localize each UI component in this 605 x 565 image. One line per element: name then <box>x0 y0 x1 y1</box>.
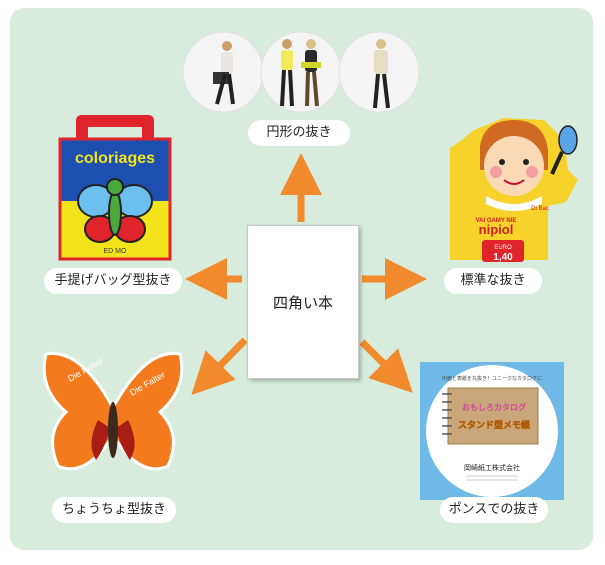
circle-cut-sample <box>183 32 420 113</box>
label-circle-cut: 円形の抜き <box>248 120 350 146</box>
person-icon <box>213 41 235 105</box>
notebook-icon <box>442 387 539 445</box>
person-icon <box>280 39 294 107</box>
catalog-title-1: おもしろカタログ <box>462 402 526 412</box>
book-bottom-text: ED MO <box>104 248 128 255</box>
punch-cut-sample: 中面と表紙を丸抜き！ユニークなカタログに おもしろカタログ スタンド型メモ帳 岡… <box>420 362 564 500</box>
person-icon <box>301 39 321 107</box>
catalog-title-2: スタンド型メモ帳 <box>458 419 530 431</box>
standard-cut-sample: VAI GAMY NIE nipiol EURO 1,40 Di Bac <box>450 118 578 263</box>
butterfly-book-sample: Die Falter Die Falter <box>42 351 184 471</box>
label-punch-cut: ポンスでの抜き <box>440 497 548 523</box>
rattle-icon <box>550 125 578 175</box>
price-top-text: EURO <box>494 245 512 251</box>
butterfly-icon <box>77 178 153 243</box>
label-handbag-cut: 手提げバッグ型抜き <box>44 268 182 294</box>
company-text: 岡崎紙工株式会社 <box>464 463 520 472</box>
arrow-down-left <box>191 337 248 396</box>
boy-face-icon <box>480 120 548 211</box>
handbag-book-sample: coloriages ED MO <box>58 115 172 261</box>
book-title: coloriages <box>75 150 155 167</box>
logo-top-text: VAI GAMY NIE <box>476 218 517 224</box>
butterfly-icon <box>42 351 184 471</box>
label-standard-cut: 標準な抜き <box>444 268 542 294</box>
badge-text: Di Bac <box>531 206 549 212</box>
center-book: 四角い本 <box>247 225 359 379</box>
brand-text: nipiol <box>479 222 514 237</box>
label-butterfly-cut: ちょうちょ型抜き <box>52 497 176 523</box>
center-label: 四角い本 <box>272 293 333 312</box>
person-icon <box>373 39 390 109</box>
arrow-down-right <box>359 339 413 393</box>
disc-top-text: 中面と表紙を丸抜き！ユニークなカタログに <box>442 375 542 382</box>
price-text: 1,40 <box>493 252 513 263</box>
